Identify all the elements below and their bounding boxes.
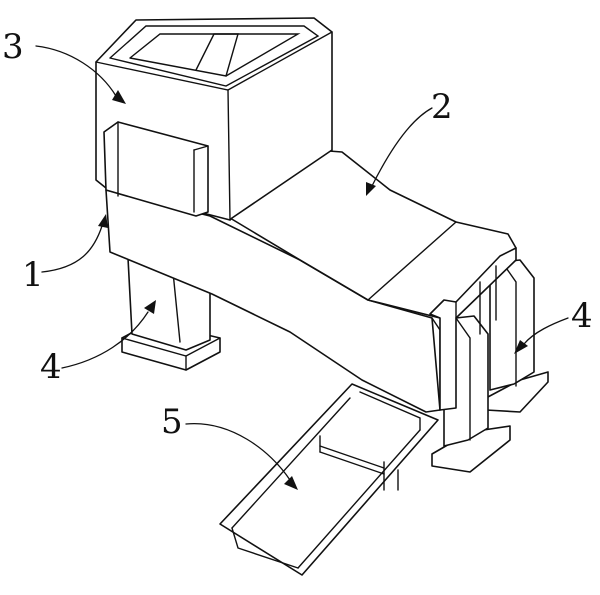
callout-label-frame: 1 <box>22 255 44 295</box>
hopper <box>95 17 333 221</box>
frame-body <box>105 149 517 413</box>
callout-label-support-leg-left: 4 <box>40 347 62 387</box>
callout-label-collection-trough: 5 <box>161 402 183 442</box>
support-leg-left <box>121 257 221 371</box>
callout-label-hopper: 3 <box>2 27 24 67</box>
callout-label-slide-chute: 2 <box>431 87 453 127</box>
callout-leaders <box>35 45 569 490</box>
support-leg-right <box>431 259 549 473</box>
callout-label-support-leg-right: 4 <box>571 296 593 336</box>
collection-trough <box>219 383 439 576</box>
